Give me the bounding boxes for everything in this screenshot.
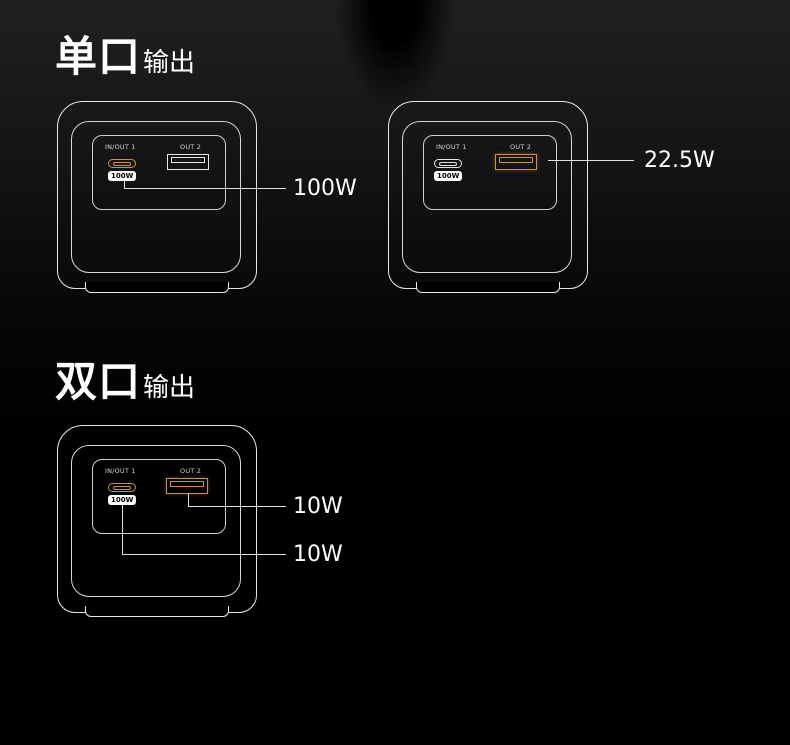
port1-badge: 100W	[434, 171, 463, 181]
output-watt-label: 22.5W	[644, 148, 715, 173]
device-inner-frame	[71, 121, 241, 273]
port-panel: IN/OUT 1 OUT 2 100W	[92, 135, 226, 210]
device-foot	[85, 606, 229, 617]
port2-label: OUT 2	[510, 143, 532, 151]
device-inner-frame	[402, 121, 572, 273]
title-small: 输出	[143, 373, 196, 403]
device-single-usbc: IN/OUT 1 OUT 2 100W	[57, 101, 257, 293]
output-watt-label: 100W	[293, 176, 357, 201]
output-watt-label: 10W	[293, 494, 343, 519]
usb-c-port-icon	[434, 159, 462, 168]
output-watt-label: 10W	[293, 542, 343, 567]
device-inner-frame	[71, 445, 241, 597]
port2-label: OUT 2	[180, 467, 202, 475]
section-title-single: 单口 输出	[55, 36, 195, 78]
leader-line	[122, 504, 123, 555]
port1-label: IN/OUT 1	[105, 467, 136, 475]
title-big: 双口	[55, 357, 142, 406]
title-big: 单口	[55, 32, 142, 81]
port1-label: IN/OUT 1	[105, 143, 136, 151]
usb-a-port-icon	[495, 154, 537, 170]
usb-a-port-icon	[167, 154, 209, 170]
device-dual: IN/OUT 1 OUT 2 100W	[57, 425, 257, 617]
port1-label: IN/OUT 1	[436, 143, 467, 151]
usb-a-port-icon	[166, 478, 208, 494]
device-foot	[416, 282, 560, 293]
title-small: 输出	[143, 48, 196, 78]
leader-line	[124, 179, 125, 189]
usb-c-port-icon	[108, 483, 136, 492]
leader-line	[188, 494, 189, 506]
usb-c-port-icon	[108, 159, 136, 168]
port1-badge: 100W	[108, 495, 137, 505]
leader-line	[548, 160, 634, 161]
port-panel: IN/OUT 1 OUT 2 100W	[92, 459, 226, 534]
leader-line	[122, 554, 286, 555]
port1-badge: 100W	[108, 171, 137, 181]
leader-line	[124, 188, 286, 189]
leader-line	[188, 506, 286, 507]
port2-label: OUT 2	[180, 143, 202, 151]
port-panel: IN/OUT 1 OUT 2 100W	[423, 135, 557, 210]
device-foot	[85, 282, 229, 293]
section-title-dual: 双口 输出	[55, 361, 195, 403]
device-single-usba: IN/OUT 1 OUT 2 100W	[388, 101, 588, 293]
